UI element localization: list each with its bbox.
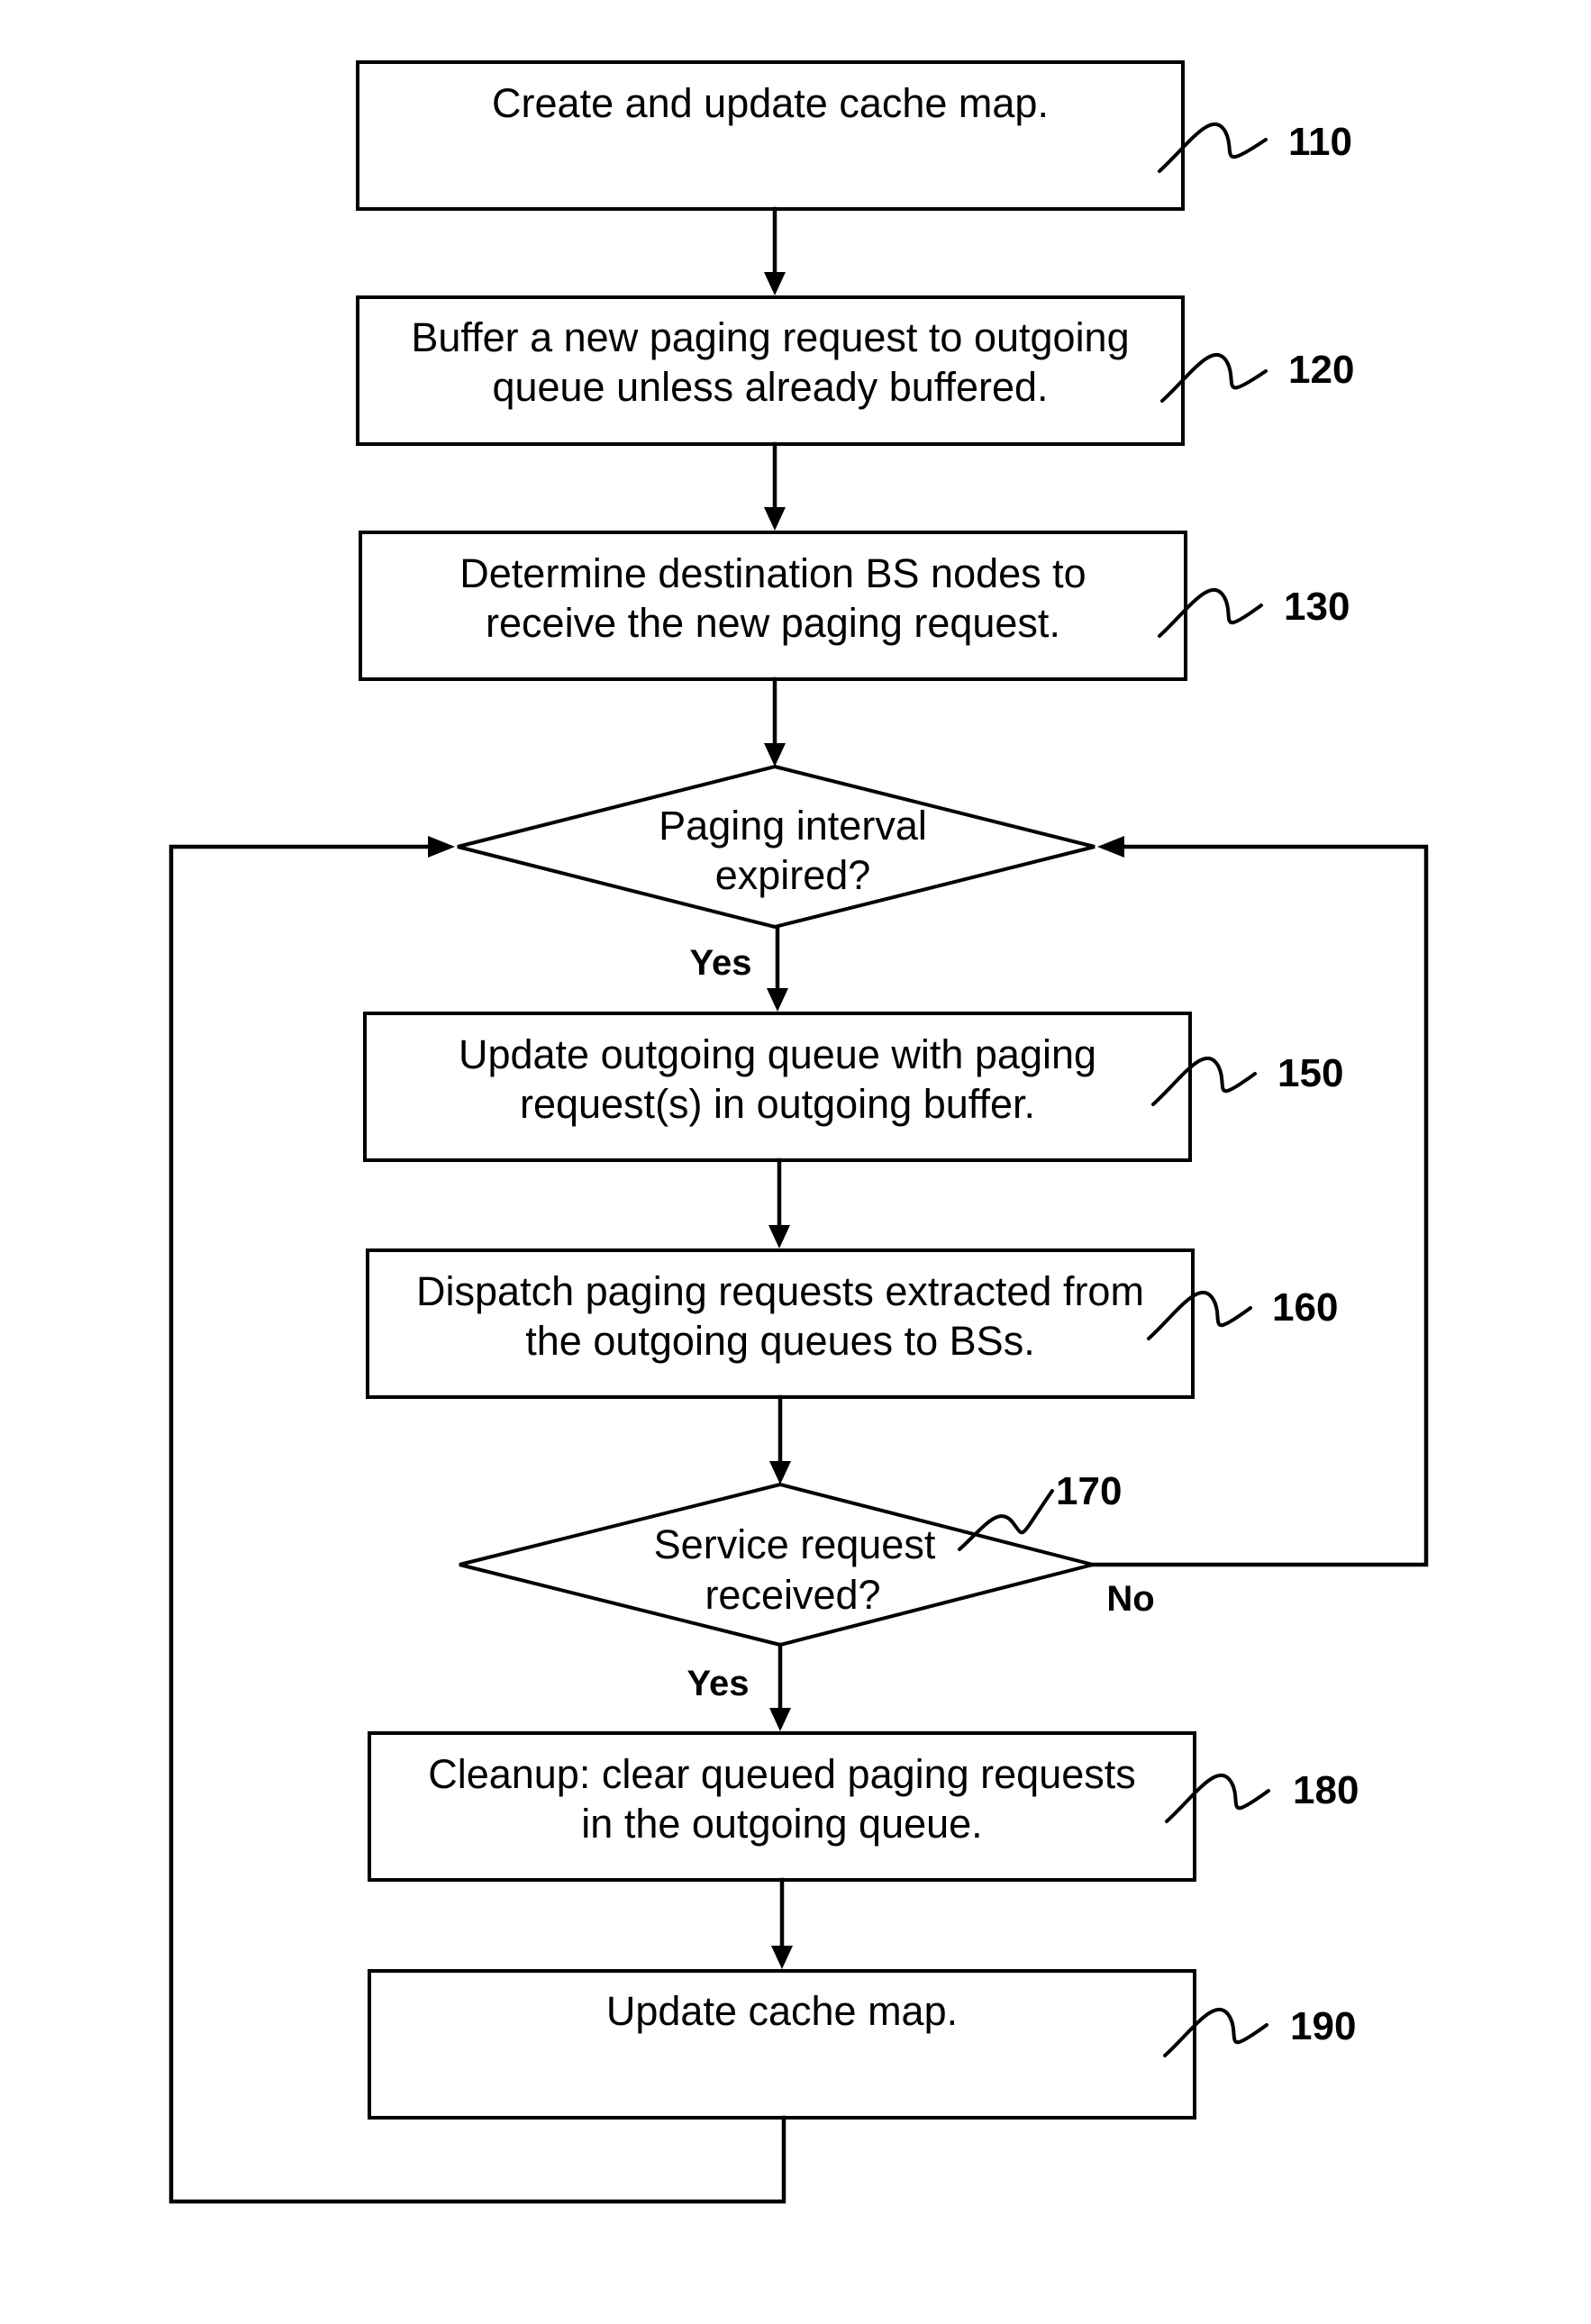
step-180: Cleanup: clear queued paging requests in…	[369, 1733, 1359, 1880]
step-130-text-line-2: receive the new paging request.	[486, 600, 1060, 646]
decision-service-request-no-label: No	[1106, 1579, 1154, 1619]
step-120-text-line-1: Buffer a new paging request to outgoing	[411, 314, 1129, 360]
loop-no-back-to-paging-interval-line	[1093, 847, 1426, 1565]
step-160-text-line-2: the outgoing queues to BSs.	[525, 1318, 1034, 1364]
loop-back-to-paging-interval-head	[428, 836, 455, 858]
arrow-150-to-160-head	[768, 1225, 790, 1248]
decision-service-request-yes-label: Yes	[687, 1664, 750, 1703]
decision-service-request-text-line-1: Service request	[654, 1521, 936, 1567]
step-110-ref-number: 110	[1288, 120, 1352, 164]
decision-service-request-text-line-2: received?	[705, 1572, 880, 1618]
decision-paging-interval: Paging interval expired?	[458, 767, 1095, 927]
step-190-text-line-1: Update cache map.	[606, 1988, 958, 2034]
step-110-text-line-1: Create and update cache map.	[492, 80, 1049, 126]
step-130-text-line-1: Determine destination BS nodes to	[459, 550, 1086, 596]
decision-paging-interval-yes-label: Yes	[690, 943, 752, 983]
decision-service-request-ref-number: 170	[1056, 1469, 1122, 1513]
step-160: Dispatch paging requests extracted from …	[368, 1250, 1338, 1397]
step-180-text-line-1: Cleanup: clear queued paging requests	[428, 1751, 1136, 1797]
step-150-text-line-2: request(s) in outgoing buffer.	[520, 1081, 1035, 1127]
step-120: Buffer a new paging request to outgoing …	[358, 297, 1354, 444]
arrow-130-to-decision-head	[764, 743, 786, 767]
arrow-160-to-decision-head	[769, 1461, 791, 1484]
arrow-decision-to-180-head	[769, 1708, 791, 1731]
step-130-ref-number: 130	[1284, 585, 1350, 629]
arrow-decision-to-150-head	[767, 988, 788, 1012]
step-150-ref-number: 150	[1277, 1051, 1343, 1095]
loop-no-back-to-paging-interval-head	[1097, 836, 1124, 858]
step-150: Update outgoing queue with paging reques…	[365, 1013, 1343, 1160]
step-120-ref-number: 120	[1288, 348, 1354, 392]
step-160-ref-number: 160	[1272, 1285, 1338, 1330]
step-160-text-line-1: Dispatch paging requests extracted from	[416, 1268, 1144, 1314]
step-190-ref-number: 190	[1290, 2004, 1356, 2048]
decision-paging-interval-text-line-2: expired?	[715, 852, 871, 898]
step-180-text-line-2: in the outgoing queue.	[581, 1801, 982, 1847]
decision-service-request: Service request received? 170	[459, 1469, 1122, 1645]
step-150-text-line-1: Update outgoing queue with paging	[459, 1031, 1096, 1077]
decision-paging-interval-text-line-1: Paging interval	[659, 803, 927, 849]
step-130: Determine destination BS nodes to receiv…	[360, 532, 1350, 679]
step-180-ref-number: 180	[1293, 1768, 1359, 1812]
step-190: Update cache map. 190	[369, 1971, 1356, 2118]
step-110: Create and update cache map. 110	[358, 62, 1352, 209]
arrow-180-to-190-head	[771, 1946, 793, 1969]
arrow-110-to-120-head	[764, 272, 786, 295]
step-120-text-line-2: queue unless already buffered.	[492, 364, 1048, 410]
arrow-120-to-130-head	[764, 507, 786, 531]
